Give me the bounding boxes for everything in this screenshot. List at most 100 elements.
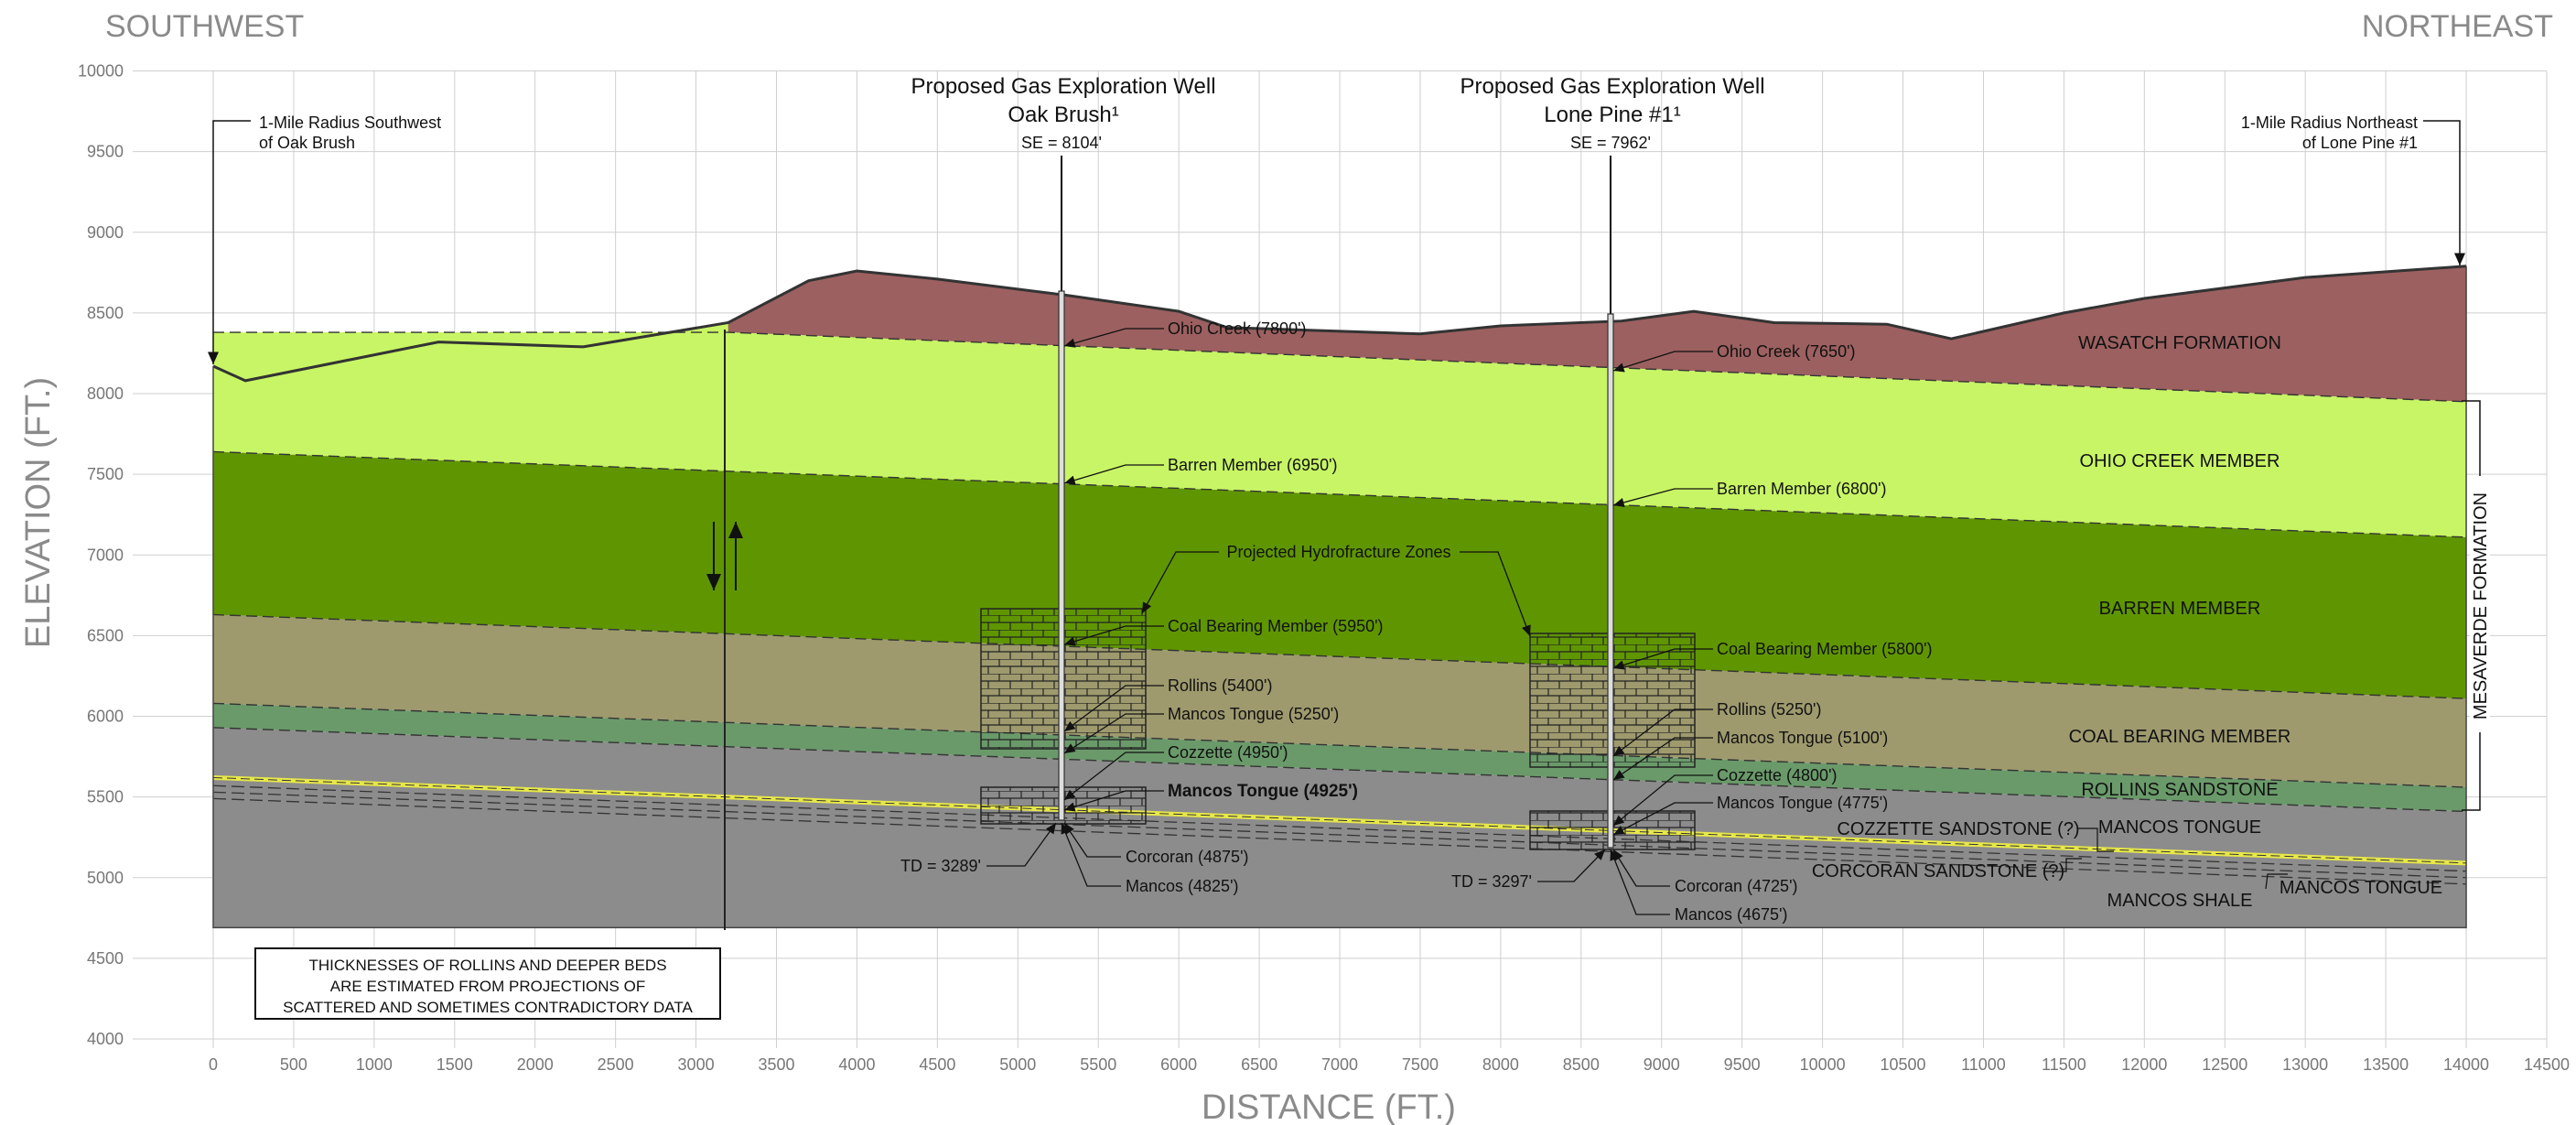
note-box: THICKNESSES OF ROLLINS AND DEEPER BEDS A… <box>254 947 721 1020</box>
mancos-tongue-top <box>212 727 2467 813</box>
w2-rollins: Rollins (5250') <box>1717 700 1822 719</box>
barren-layer <box>213 451 2467 699</box>
fm-mancos-tongue-a: MANCOS TONGUE <box>2098 817 2261 838</box>
x-tick-label: 500 <box>280 1055 307 1074</box>
fm-mancos-shale: MANCOS SHALE <box>2107 891 2253 911</box>
x-tick-label: 9500 <box>1724 1055 1761 1074</box>
w2-coal: Coal Bearing Member (5800') <box>1717 640 1933 658</box>
x-tick-label: 12000 <box>2121 1055 2167 1074</box>
coal-seam-outline <box>212 776 2467 864</box>
x-tick-label: 13500 <box>2363 1055 2409 1074</box>
x-tick-label: 11500 <box>2042 1055 2086 1074</box>
well-2-title: Proposed Gas Exploration Well <box>1460 74 1764 99</box>
y-tick-label: 7000 <box>87 546 124 564</box>
x-tick-label: 1500 <box>437 1055 473 1074</box>
well-2-labels: Ohio Creek (7650') Barren Member (6800')… <box>1451 342 1933 924</box>
w2-corcoran: Corcoran (4725') <box>1675 877 1798 895</box>
mancos-tongue-b-leader <box>2265 873 2288 890</box>
coal-bearing-layer <box>213 614 2467 788</box>
endpoint-sw-line2: of Oak Brush <box>259 134 355 152</box>
w1-rollins: Rollins (5400') <box>1168 676 1273 695</box>
w1-mancos-tongue: Mancos Tongue (5250') <box>1168 705 1339 723</box>
y-tick-label: 10000 <box>78 62 124 81</box>
y-axis-title: ELEVATION (FT.) <box>19 377 58 648</box>
thin-bed-1 <box>212 791 2467 879</box>
endpoint-northeast: 1-Mile Radius Northeast of Lone Pine #1 <box>2241 114 2465 265</box>
ohio-creek-top <box>213 331 2467 403</box>
y-tick-label: 9500 <box>87 143 124 161</box>
well-1-labels: Ohio Creek (7800') Barren Member (6950')… <box>900 319 1384 895</box>
well-2-surface-elevation: SE = 7962' <box>1570 134 1651 152</box>
x-tick-label: 6500 <box>1241 1055 1277 1074</box>
corcoran-leader <box>2044 858 2082 872</box>
rollins-layer <box>213 703 2467 812</box>
x-tick-label: 8500 <box>1563 1055 1600 1074</box>
well-1-surface-elevation: SE = 8104' <box>1021 134 1102 152</box>
x-tick-label: 14500 <box>2524 1055 2570 1074</box>
x-tick-label: 14000 <box>2443 1055 2489 1074</box>
y-tick-label: 8000 <box>87 384 124 403</box>
y-tick-label: 7500 <box>87 465 124 483</box>
fm-cozzette: COZZETTE SANDSTONE (?) <box>1837 819 2079 839</box>
x-tick-label: 7000 <box>1321 1055 1358 1074</box>
cozzette-leader <box>2077 828 2114 852</box>
w1-coal: Coal Bearing Member (5950') <box>1168 617 1384 635</box>
endpoint-southwest: 1-Mile Radius Southwest of Oak Brush <box>208 114 441 364</box>
rollins-top <box>212 702 2467 788</box>
fault <box>706 330 743 930</box>
y-tick-label: 4500 <box>87 949 124 968</box>
hydrofracture-callout: Projected Hydrofracture Zones <box>1141 543 1531 637</box>
w1-ohio-creek: Ohio Creek (7800') <box>1168 319 1307 338</box>
well-bore-1 <box>1058 290 1065 821</box>
fm-rollins: ROLLINS SANDSTONE <box>2081 780 2278 800</box>
fm-coal: COAL BEARING MEMBER <box>2069 727 2291 747</box>
thin-bed-2 <box>212 797 2467 885</box>
w1-mancos: Mancos (4825') <box>1126 877 1239 895</box>
x-tick-label: 3500 <box>758 1055 794 1074</box>
endpoint-ne-line2: of Lone Pine #1 <box>2302 134 2418 152</box>
w1-td: TD = 3289' <box>900 857 981 875</box>
x-tick-label: 13000 <box>2282 1055 2328 1074</box>
y-tick-labels: 4000450050005500600065007000750080008500… <box>78 62 124 1049</box>
note-line-2: ARE ESTIMATED FROM PROJECTIONS OF <box>330 978 645 995</box>
w1-cozzette: Cozzette (4950') <box>1168 743 1288 762</box>
endpoint-sw-line1: 1-Mile Radius Southwest <box>259 114 441 132</box>
w2-mancos-tongue-2: Mancos Tongue (4775') <box>1717 794 1888 812</box>
y-tick-label: 5000 <box>87 869 124 887</box>
w2-ohio-creek: Ohio Creek (7650') <box>1717 342 1856 361</box>
note-line-3: SCATTERED AND SOMETIMES CONTRADICTORY DA… <box>283 999 693 1016</box>
ground-surface <box>212 265 2467 383</box>
w2-td: TD = 3297' <box>1451 872 1532 891</box>
x-tick-label: 4500 <box>919 1055 955 1074</box>
x-tick-label: 6000 <box>1160 1055 1197 1074</box>
formation-labels: WASATCH FORMATION OHIO CREEK MEMBER BARR… <box>1812 333 2442 911</box>
ohio-creek-layer <box>213 332 2467 537</box>
y-tick-label: 5500 <box>87 788 124 806</box>
w1-barren: Barren Member (6950') <box>1168 456 1338 474</box>
fm-ohio-creek: OHIO CREEK MEMBER <box>2080 451 2280 471</box>
fm-mancos-tongue-b: MANCOS TONGUE <box>2280 878 2442 898</box>
x-axis-title: DISTANCE (FT.) <box>1202 1088 1456 1125</box>
well-1-name: Oak Brush¹ <box>1008 103 1118 127</box>
w2-cozzette: Cozzette (4800') <box>1717 766 1838 784</box>
x-tick-label: 9000 <box>1644 1055 1680 1074</box>
x-tick-label: 7500 <box>1402 1055 1439 1074</box>
w1-corcoran: Corcoran (4875') <box>1126 848 1249 866</box>
fm-corcoran: CORCORAN SANDSTONE (?) <box>1812 861 2064 882</box>
well-1-title: Proposed Gas Exploration Well <box>911 74 1215 99</box>
hydrofracture-label: Projected Hydrofracture Zones <box>1226 543 1450 561</box>
mancos-layer <box>213 727 2467 928</box>
y-tick-label: 8500 <box>87 304 124 322</box>
barren-top <box>212 450 2467 538</box>
w2-mancos-tongue: Mancos Tongue (5100') <box>1717 729 1888 747</box>
well-2-leaders <box>1537 351 1713 915</box>
well-2-name: Lone Pine #1¹ <box>1544 103 1680 127</box>
x-tick-label: 2000 <box>517 1055 554 1074</box>
x-tick-label: 3000 <box>678 1055 715 1074</box>
x-tick-label: 5500 <box>1080 1055 1116 1074</box>
coal-top <box>212 613 2467 699</box>
x-tick-label: 5000 <box>999 1055 1036 1074</box>
x-tick-label: 12500 <box>2202 1055 2247 1074</box>
